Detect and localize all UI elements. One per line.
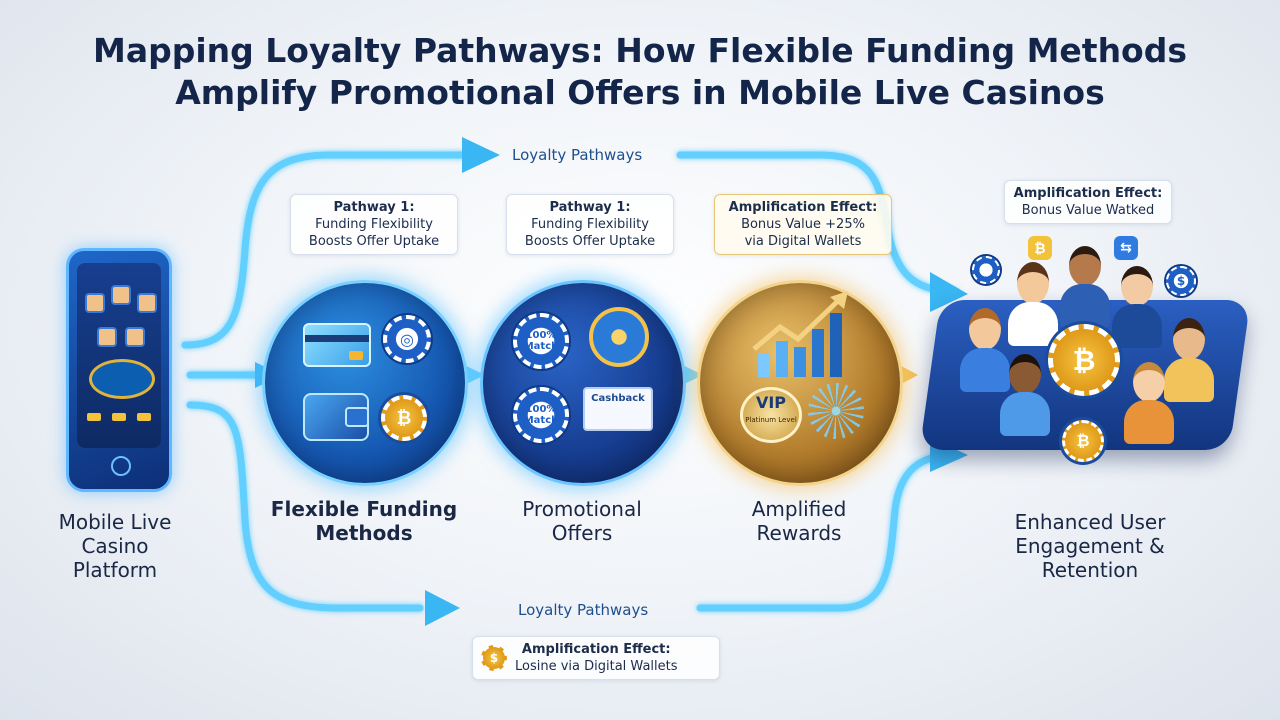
callout-funding: Pathway 1: Funding Flexibility Boosts Of… <box>290 194 458 255</box>
callout-engagement: Amplification Effect: Bonus Value Watked <box>1004 180 1172 224</box>
callout-heading: Pathway 1: <box>333 200 415 215</box>
callout-line: Bonus Value +25% <box>741 217 865 232</box>
stage-label-line: Casino <box>81 534 149 558</box>
amplified-rewards-circle: VIP Platinum Level <box>697 280 903 486</box>
callout-bottom: $ Amplification Effect: Losine via Digit… <box>472 636 720 680</box>
stage-label-line: Promotional <box>522 497 642 521</box>
user-avatar-icon <box>1008 262 1058 346</box>
poker-chip-icon: ◎ <box>383 315 431 363</box>
phone-illustration <box>66 248 172 492</box>
stage-label-funding: Flexible Funding Methods <box>262 497 466 545</box>
title-line-1: Mapping Loyalty Pathways: How Flexible F… <box>93 31 1187 70</box>
stage-label-line: Engagement & <box>1015 534 1165 558</box>
callout-heading: Pathway 1: <box>549 200 631 215</box>
bitcoin-chip-icon: ₿ <box>1048 324 1120 396</box>
wallet-icon <box>303 393 369 441</box>
poker-chip-icon <box>972 256 1000 284</box>
user-avatar-icon <box>1112 266 1162 348</box>
bottom-pathway-label: Loyalty Pathways <box>518 601 649 619</box>
user-avatar-icon <box>1164 318 1214 402</box>
user-avatar-icon <box>1000 354 1050 436</box>
stage-label-line: Platform <box>72 558 158 582</box>
stage-label-line: Enhanced User <box>1014 510 1166 534</box>
vip-sub-text: Platinum Level <box>745 416 797 424</box>
prize-wheel-icon <box>589 307 649 367</box>
stage-label-line: Mobile Live <box>58 510 172 534</box>
callout-heading: Amplification Effect: <box>1013 186 1163 201</box>
stage-label-offers: Promotional Offers <box>480 497 684 545</box>
dollar-chip-icon: $ <box>1166 266 1196 296</box>
top-pathway-line <box>181 151 474 349</box>
stage-label-engagement: Enhanced User Engagement & Retention <box>990 510 1190 582</box>
stage-label-line: Retention <box>1041 558 1139 582</box>
promotional-offers-circle: 100% Match 100% Match Cashback <box>480 280 686 486</box>
growth-chart-icon <box>752 291 848 377</box>
callout-line: Funding Flexibility <box>531 217 649 232</box>
dealer-avatar-icon <box>125 327 145 347</box>
callout-heading: Amplification Effect: <box>728 200 878 215</box>
casino-table-icon <box>89 359 155 399</box>
page-title: Mapping Loyalty Pathways: How Flexible F… <box>0 30 1280 114</box>
stage-label-line: Rewards <box>756 521 842 545</box>
stage-label-line: Offers <box>551 521 613 545</box>
match-bonus-chip-icon: 100% Match <box>513 313 569 369</box>
callout-rewards: Amplification Effect: Bonus Value +25% v… <box>714 194 892 255</box>
dealer-avatar-icon <box>97 327 117 347</box>
callout-line: via Digital Wallets <box>744 234 862 249</box>
bottom-pathway-line <box>186 401 424 612</box>
user-avatar-icon <box>1060 246 1110 328</box>
callout-line: Bonus Value Watked <box>1021 203 1155 218</box>
home-button-icon <box>111 456 131 476</box>
bottom-pathway-line-2 <box>696 451 959 612</box>
dollar-coin-icon: $ <box>481 645 507 671</box>
top-pathway-label: Loyalty Pathways <box>512 146 643 164</box>
callout-heading: Amplification Effect: <box>521 642 671 657</box>
bitcoin-icon: ₿ <box>381 395 427 441</box>
credit-card-icon <box>303 323 371 367</box>
title-line-2: Amplify Promotional Offers in Mobile Liv… <box>175 73 1105 112</box>
user-avatar-icon <box>960 308 1010 392</box>
vip-text: VIP <box>755 393 787 412</box>
callout-line: Boosts Offer Uptake <box>524 234 656 249</box>
dealer-avatar-icon <box>137 293 157 313</box>
stage-label-line: Methods <box>315 521 413 545</box>
match-bonus-chip-icon: 100% Match <box>513 387 569 443</box>
bitcoin-badge-icon: ₿ <box>1028 236 1052 260</box>
game-button-icon <box>137 413 151 421</box>
vip-badge-icon: VIP Platinum Level <box>740 387 802 443</box>
fireworks-icon <box>808 383 864 439</box>
exchange-badge-icon: ⇆ <box>1114 236 1138 260</box>
stage-label-line: Amplified <box>751 497 847 521</box>
cashback-ticket-icon: Cashback <box>583 387 653 431</box>
arrow-top-1 <box>462 137 500 173</box>
callout-line: Boosts Offer Uptake <box>308 234 440 249</box>
dealer-avatar-icon <box>111 285 131 305</box>
bitcoin-chip-icon: ₿ <box>1062 420 1104 462</box>
arrow-bottom-1 <box>425 590 460 626</box>
funding-methods-circle: ◎ ₿ <box>262 280 468 486</box>
dealer-avatar-icon <box>85 293 105 313</box>
callout-line: Losine via Digital Wallets <box>515 659 678 674</box>
stage-label-platform: Mobile Live Casino Platform <box>40 510 190 582</box>
stage-label-rewards: Amplified Rewards <box>697 497 901 545</box>
game-button-icon <box>112 413 126 421</box>
callout-offers: Pathway 1: Funding Flexibility Boosts Of… <box>506 194 674 255</box>
callout-line: Funding Flexibility <box>315 217 433 232</box>
stage-label-line: Flexible Funding <box>270 497 458 521</box>
arrow-top-2 <box>930 272 968 312</box>
game-button-icon <box>87 413 101 421</box>
phone-screen <box>77 263 161 448</box>
user-avatar-icon <box>1124 362 1174 444</box>
